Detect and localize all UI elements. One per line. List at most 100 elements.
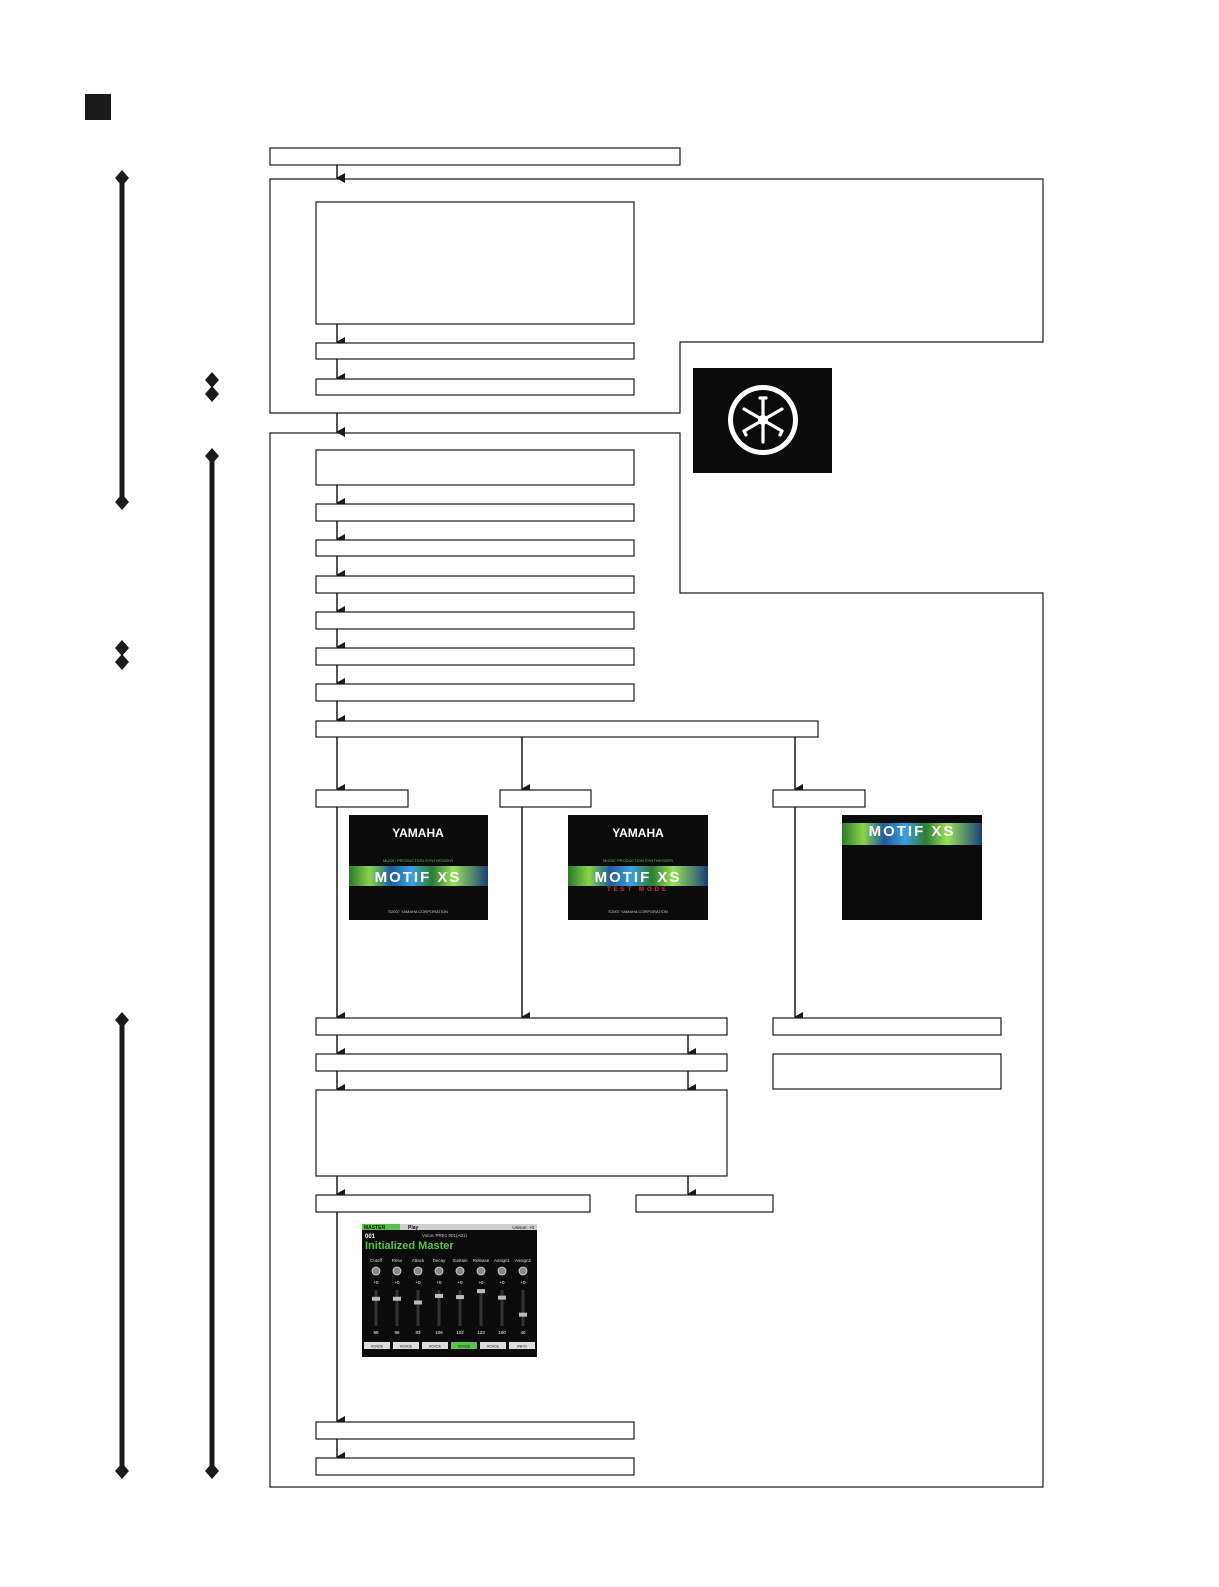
diamond-marker: [115, 170, 129, 186]
flow-box: [315, 503, 635, 522]
knob-label: Sustain: [452, 1258, 468, 1263]
fader-value: 106: [435, 1330, 443, 1335]
branch-box-test: [499, 789, 592, 808]
flow-box: [315, 1421, 635, 1440]
soft-button: [451, 1342, 477, 1349]
soft-button-label: VOICE: [458, 1344, 471, 1349]
knob-icon: [476, 1266, 486, 1276]
flow-box: [315, 575, 635, 594]
soft-button-label: VOICE: [371, 1344, 384, 1349]
flow-box: [315, 378, 635, 396]
knob-icon: [371, 1266, 381, 1276]
yamaha-logo-screen: [693, 368, 832, 473]
voice-info: Voice: PRE1 001(A01): [422, 1233, 468, 1238]
fader-track: [458, 1290, 462, 1326]
fader-value: 40: [520, 1330, 526, 1335]
knob-label: Release: [473, 1258, 490, 1263]
knob-icon: [455, 1266, 465, 1276]
section-marker-square: [85, 94, 111, 120]
stage-frame-upper: [269, 178, 1044, 414]
flow-box: [315, 611, 635, 630]
flow-box-end: [315, 1457, 635, 1476]
fader-value: 96: [373, 1330, 379, 1335]
diamond-marker: [115, 494, 129, 510]
soft-button-label: VOICE: [487, 1344, 500, 1349]
knob-area: Cutoff+096Reso+096Attack+083Decay+0106Su…: [364, 1258, 535, 1349]
fader-cap: [519, 1312, 527, 1317]
tuning-fork-logo-icon: [728, 385, 798, 455]
diamond-marker: [115, 1463, 129, 1479]
knob-label: Assign2: [515, 1258, 532, 1263]
diamond-marker: [115, 640, 129, 656]
diamond-marker: [115, 1012, 129, 1028]
screen-product: MOTIF XS: [869, 823, 956, 840]
spectrum-band: [349, 866, 488, 886]
mode-tab: MASTER: [364, 1225, 386, 1231]
flow-box: [315, 683, 635, 702]
master-number: 001: [365, 1234, 376, 1240]
status-readout: Unison: +0: [512, 1225, 534, 1230]
fader-track: [500, 1290, 504, 1326]
knob-label: Cutoff: [370, 1258, 383, 1263]
master-name: Initialized Master: [365, 1240, 454, 1252]
screen-test-mode: TEST MODE: [607, 887, 669, 893]
branch-box-normal: [315, 789, 409, 808]
branch-box-update: [772, 789, 866, 808]
fader-cap: [456, 1295, 464, 1300]
soft-button-label: INFO: [517, 1344, 527, 1349]
fader-cap: [372, 1296, 380, 1301]
fader-value: 102: [456, 1330, 464, 1335]
screen-subtitle: MUSIC PRODUCTION SYNTHESIZER: [383, 858, 453, 863]
fader-cap: [477, 1289, 485, 1294]
knob-label: Assign1: [494, 1258, 511, 1263]
knob-icon: [413, 1266, 423, 1276]
knob-value: +0: [478, 1280, 484, 1285]
timeline-outer: [115, 170, 129, 1479]
diamond-marker: [115, 654, 129, 670]
knob-value: +0: [457, 1280, 463, 1285]
screen-brand: YAMAHA: [612, 826, 664, 840]
flow-box-initial: [315, 201, 635, 325]
soft-button: [509, 1342, 535, 1349]
fader-track: [395, 1290, 399, 1326]
flow-box: [315, 342, 635, 360]
fader-track: [479, 1290, 483, 1326]
flow-box: [315, 647, 635, 666]
fader-track: [374, 1290, 378, 1326]
update-boot-screen: MOTIF XS: [842, 815, 982, 920]
spectrum-band: [568, 866, 708, 886]
fader-value: 83: [415, 1330, 421, 1335]
flow-box: [315, 1053, 728, 1072]
screen-copyright: ©2007 YAMAHA CORPORATION: [388, 909, 448, 914]
screen-product: MOTIF XS: [375, 869, 462, 886]
knob-value: +0: [394, 1280, 400, 1285]
knob-icon: [497, 1266, 507, 1276]
diamond-marker: [205, 1463, 219, 1479]
play-tab: Play: [408, 1225, 419, 1231]
knob-label: Attack: [412, 1258, 425, 1263]
flow-box: [315, 539, 635, 557]
diamond-marker: [205, 448, 219, 464]
knob-value: +0: [415, 1280, 421, 1285]
soft-button: [422, 1342, 448, 1349]
soft-button-label: VOICE: [400, 1344, 413, 1349]
flow-box-error: [635, 1194, 774, 1213]
soft-button: [364, 1342, 390, 1349]
flow-box-merge: [315, 1017, 728, 1036]
flow-box-branch: [315, 720, 819, 738]
fader-track: [437, 1290, 441, 1326]
flow-box-start: [269, 147, 681, 166]
knob-value: +0: [499, 1280, 505, 1285]
knob-value: +0: [436, 1280, 442, 1285]
fader-cap: [414, 1300, 422, 1305]
knob-icon: [434, 1266, 444, 1276]
knob-icon: [518, 1266, 528, 1276]
flow-box-play: [315, 1194, 591, 1213]
soft-button-label: VOICE: [429, 1344, 442, 1349]
soft-button: [480, 1342, 506, 1349]
knob-label: Reso: [392, 1258, 403, 1263]
fader-cap: [435, 1293, 443, 1298]
soft-button: [393, 1342, 419, 1349]
flow-box-large: [315, 1089, 728, 1177]
